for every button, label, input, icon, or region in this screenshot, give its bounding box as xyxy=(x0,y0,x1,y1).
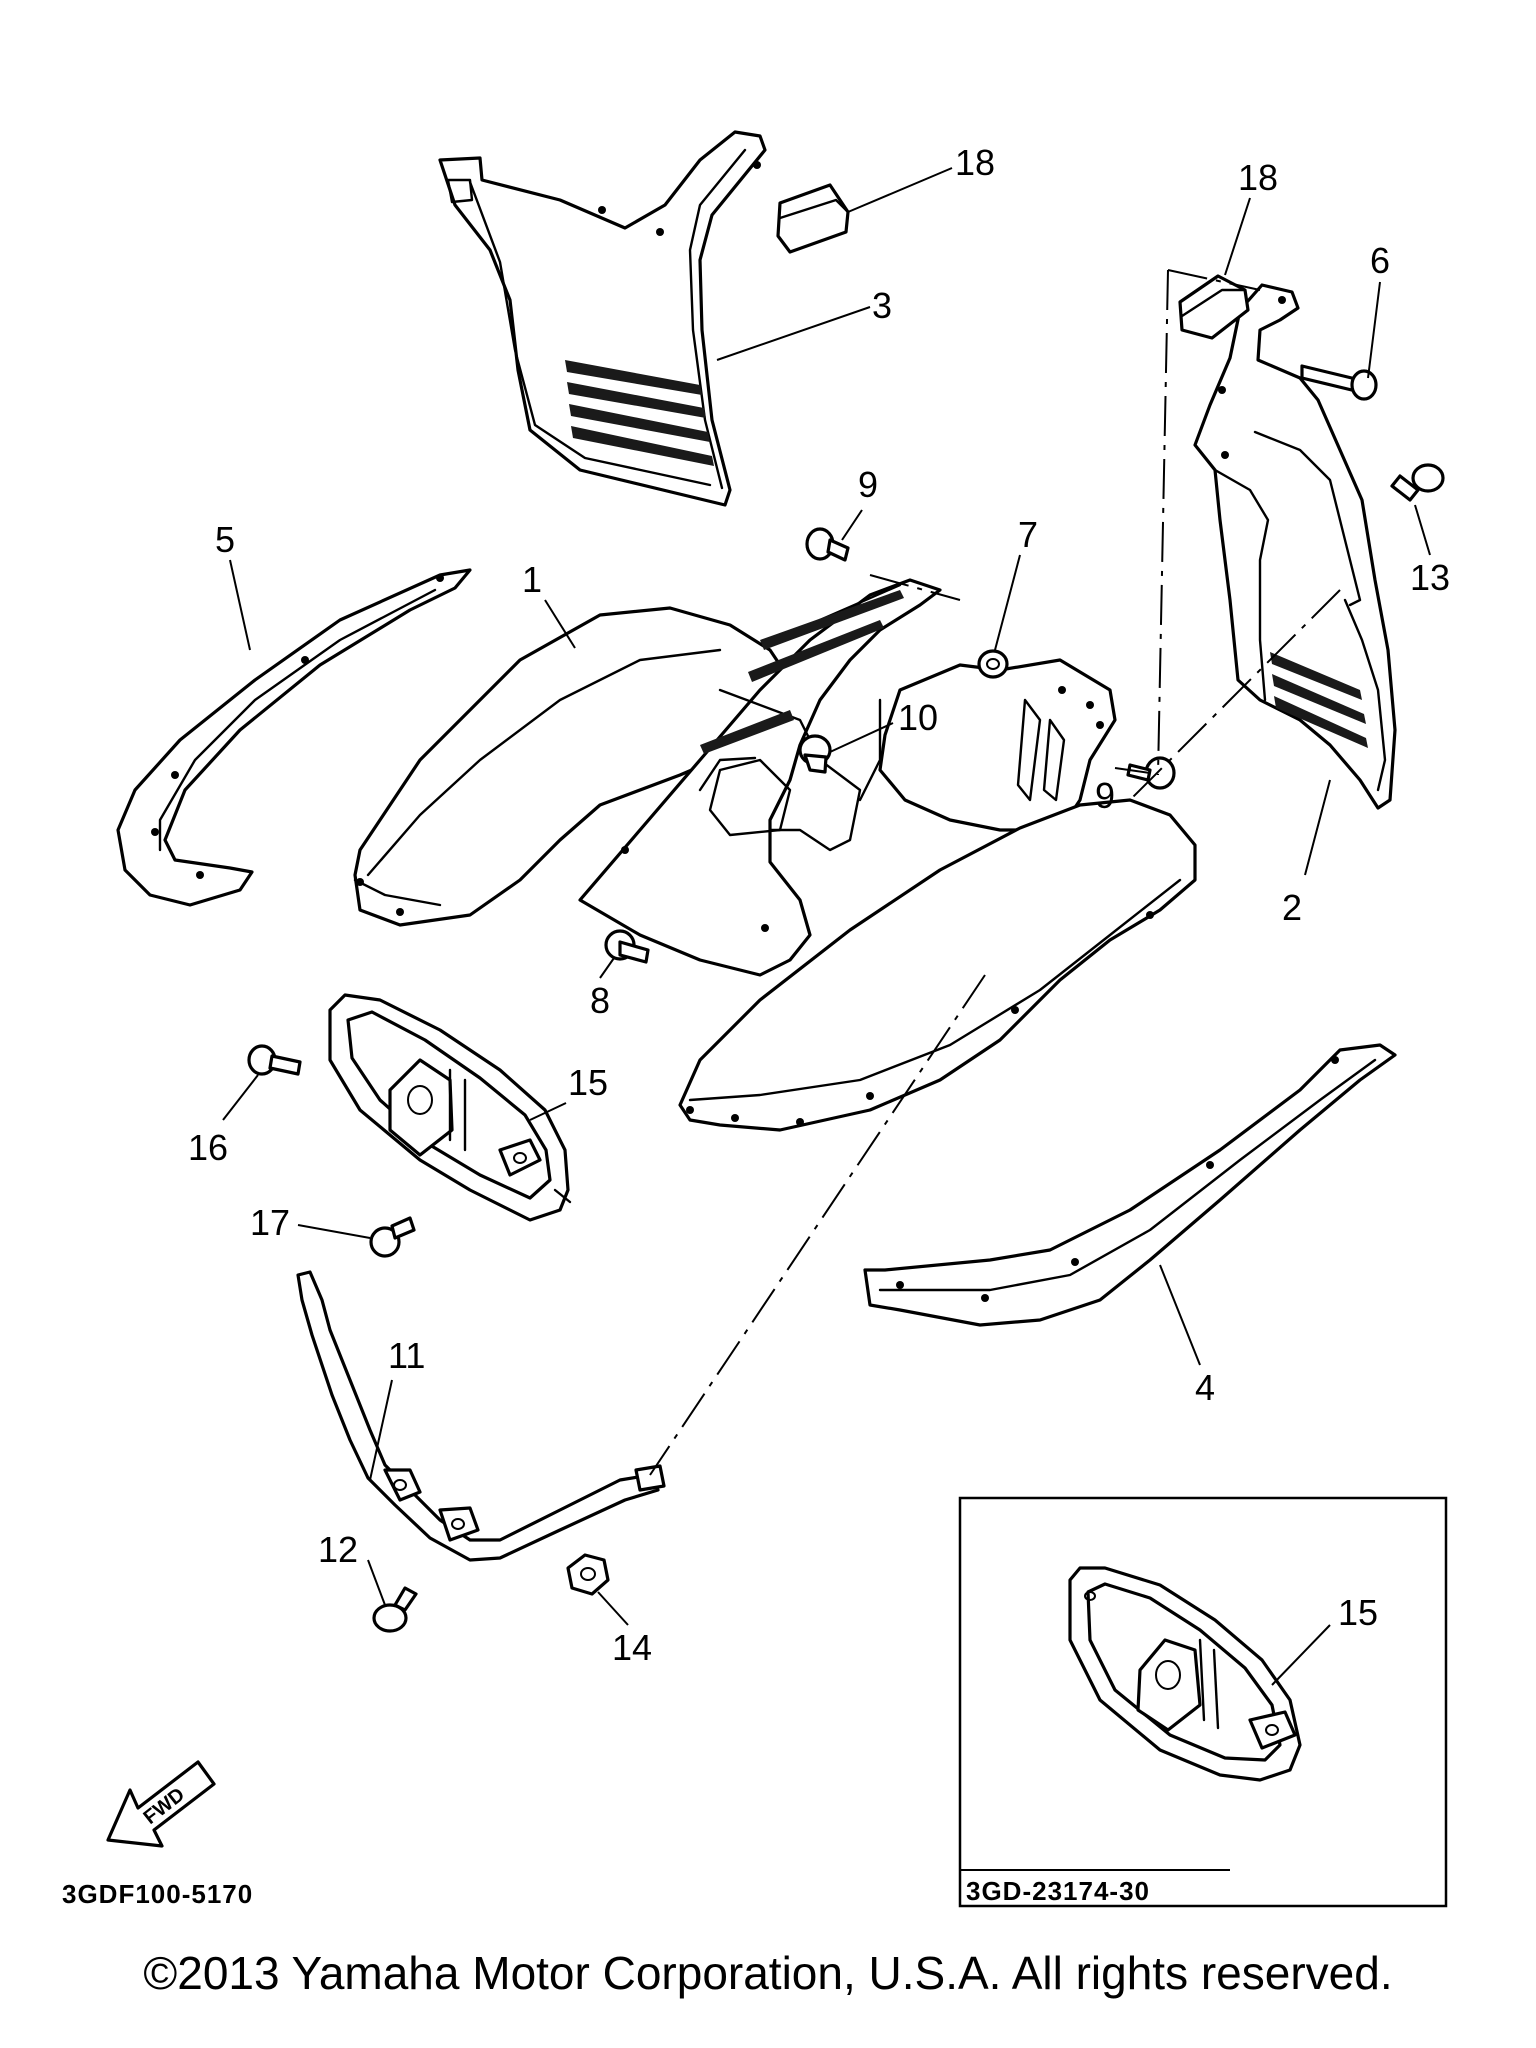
callout-3: 3 xyxy=(872,285,892,326)
alignment-lines xyxy=(649,269,1341,1476)
callout-8: 8 xyxy=(590,980,610,1021)
callout-6: 6 xyxy=(1370,240,1390,281)
callout-10: 10 xyxy=(898,697,938,738)
inset-box: 15 3GD-23174-30 xyxy=(958,1496,1448,1908)
part-18-pad-right[interactable] xyxy=(1178,274,1250,340)
part-16-bolt[interactable] xyxy=(247,1044,302,1076)
part-5-flap-left[interactable] xyxy=(116,568,472,907)
callout-13: 13 xyxy=(1410,557,1450,598)
part-2-side-cover-right[interactable] xyxy=(1193,283,1397,810)
fwd-arrow: FWD xyxy=(106,1760,216,1848)
callout-4: 4 xyxy=(1195,1367,1215,1408)
callout-9-lower: 9 xyxy=(1095,775,1115,816)
copyright-notice: ©2013 Yamaha Motor Corporation, U.S.A. A… xyxy=(143,1947,1393,1999)
part-1-fender-body[interactable] xyxy=(353,578,1197,1132)
part-17-bolt[interactable] xyxy=(369,1216,416,1258)
part-18-pad-left[interactable] xyxy=(776,183,850,254)
callout-18-right: 18 xyxy=(1238,157,1278,198)
part-10-knob[interactable] xyxy=(798,734,832,774)
part-9-screw-lower[interactable] xyxy=(1126,756,1176,790)
part-14-nut[interactable] xyxy=(566,1553,610,1596)
part-6-screw[interactable] xyxy=(1300,364,1378,401)
part-11-stay-bar[interactable] xyxy=(296,1270,666,1562)
part-13-screw[interactable] xyxy=(1390,463,1445,502)
callout-numbers: 18 3 18 6 9 13 5 1 7 10 9 2 8 15 16 17 4… xyxy=(188,142,1450,1668)
callout-2: 2 xyxy=(1282,887,1302,928)
part-9-screw-upper[interactable] xyxy=(805,527,850,562)
part-7-grommet[interactable] xyxy=(977,649,1009,679)
callout-16: 16 xyxy=(188,1127,228,1168)
part-3-side-cover-left[interactable] xyxy=(438,130,767,507)
part-12-bolt[interactable] xyxy=(372,1586,418,1633)
part-15-guard[interactable] xyxy=(328,993,572,1222)
part-4-flap-right[interactable] xyxy=(863,1043,1397,1327)
callout-17: 17 xyxy=(250,1202,290,1243)
callout-15: 15 xyxy=(568,1062,608,1103)
callout-5: 5 xyxy=(215,519,235,560)
part-8-knob[interactable] xyxy=(604,929,650,964)
callout-18-left: 18 xyxy=(955,142,995,183)
callout-9-upper: 9 xyxy=(858,464,878,505)
leader-lines xyxy=(222,167,1431,1626)
inset-code: 3GD-23174-30 xyxy=(966,1876,1150,1906)
diagram-code: 3GDF100-5170 xyxy=(62,1879,253,1909)
callout-11: 11 xyxy=(388,1335,425,1376)
callout-15-inset: 15 xyxy=(1338,1592,1378,1633)
callout-14: 14 xyxy=(612,1627,652,1668)
callout-12: 12 xyxy=(318,1529,358,1570)
callout-1: 1 xyxy=(522,559,542,600)
callout-7: 7 xyxy=(1018,514,1038,555)
inset-part-15-guard[interactable] xyxy=(1068,1566,1302,1782)
